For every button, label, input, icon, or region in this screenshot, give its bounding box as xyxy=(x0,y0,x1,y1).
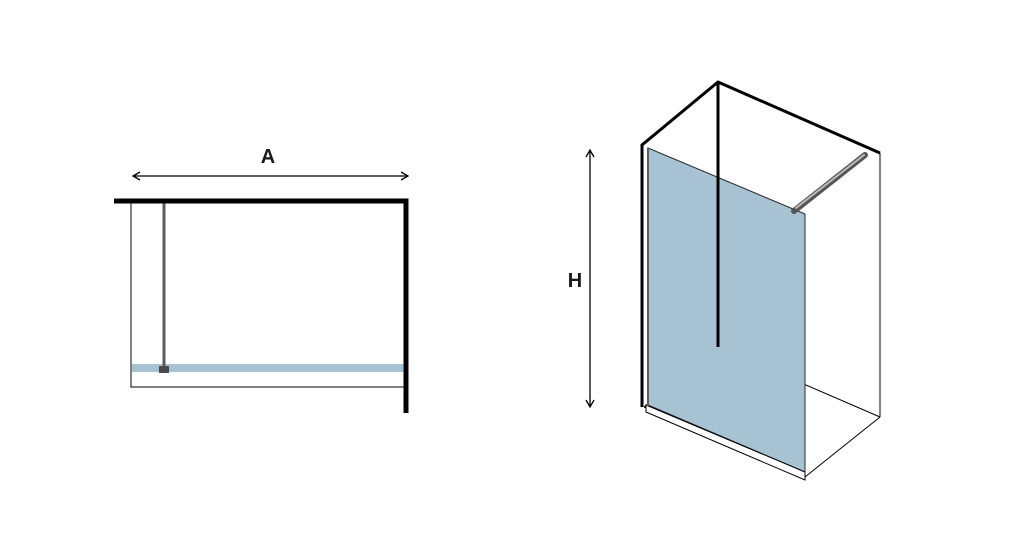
wall-plan xyxy=(114,198,409,413)
glass-panel-plan xyxy=(132,364,404,372)
glass-bottom-profile xyxy=(645,404,806,481)
enclosure-thick-edges xyxy=(640,80,881,407)
height-label: H xyxy=(568,270,582,292)
width-label: A xyxy=(261,146,275,168)
support-bar-highlight xyxy=(795,154,865,209)
perspective-view: H xyxy=(568,80,881,481)
shower-tray-outline xyxy=(130,200,407,388)
support-bar-foot xyxy=(159,366,169,373)
plan-view: A xyxy=(114,146,410,413)
